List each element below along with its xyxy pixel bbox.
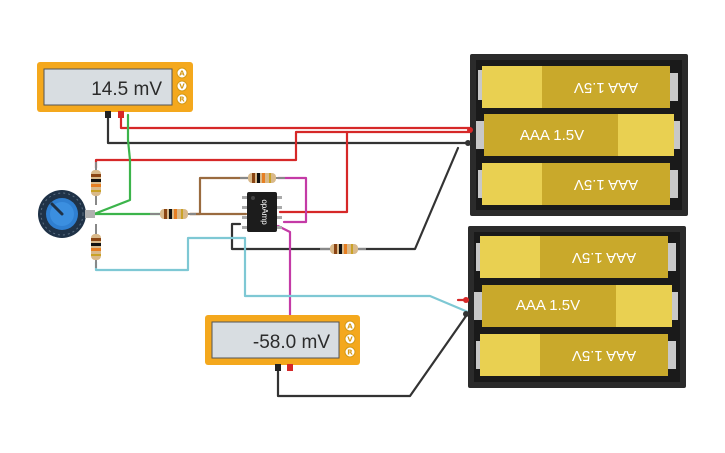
potentiometer[interactable]	[38, 190, 95, 238]
multimeter-bottom-ohm-button[interactable]: R	[347, 349, 353, 357]
wire-brown[interactable]	[188, 176, 250, 216]
multimeter-bottom-volt-button[interactable]: V	[347, 336, 353, 344]
battery-cell-top-1[interactable]: AAA 1.5V	[478, 66, 678, 108]
battery-cell-bottom-2[interactable]: AAA 1.5V	[474, 285, 678, 327]
battery-pack-top[interactable]: AAA 1.5V AAA 1.5V AAA 1.5V	[465, 54, 688, 216]
svg-text:AAA 1.5V: AAA 1.5V	[520, 127, 584, 144]
battery-cell-bottom-1[interactable]: AAA 1.5V	[476, 236, 676, 278]
wire-black-gnd[interactable]	[230, 222, 334, 251]
multimeter-bottom[interactable]: -58.0 mV A V R	[205, 315, 360, 371]
svg-text:AAA 1.5V: AAA 1.5V	[574, 176, 638, 193]
wire-cyan-battery[interactable]	[243, 236, 470, 314]
resistor-top-vertical[interactable]	[91, 162, 101, 205]
battery-cell-top-2[interactable]: AAA 1.5V	[476, 114, 680, 156]
wire-red-opamp[interactable]	[278, 130, 349, 214]
multimeter-top-volt-button[interactable]: V	[179, 83, 185, 91]
resistor-ground[interactable]	[320, 244, 366, 254]
wire-red-meter-to-battery[interactable]	[119, 113, 472, 130]
wire-black-bottom-meter[interactable]	[276, 314, 468, 398]
battery-cell-bottom-3[interactable]: AAA 1.5V	[476, 334, 676, 376]
resistor-bottom-vertical[interactable]	[91, 224, 101, 268]
opamp-chip[interactable]: opAmp	[242, 192, 282, 232]
svg-text:AAA 1.5V: AAA 1.5V	[572, 249, 636, 266]
multimeter-bottom-pos-terminal[interactable]	[287, 364, 293, 371]
wire-black-resistor-to-battery[interactable]	[354, 146, 460, 251]
svg-text:AAA 1.5V: AAA 1.5V	[572, 347, 636, 364]
multimeter-top-reading: 14.5 mV	[91, 79, 162, 100]
resistor-feedback[interactable]	[240, 173, 285, 183]
multimeter-bottom-com-terminal[interactable]	[275, 364, 281, 371]
wire-red-resistor-top[interactable]	[94, 130, 472, 170]
battery-bottom-positive-terminal[interactable]	[463, 297, 469, 303]
opamp-label: opAmp	[260, 199, 269, 225]
battery-bottom-negative-terminal[interactable]	[463, 311, 469, 317]
battery-top-negative-terminal[interactable]	[465, 140, 471, 146]
wire-green[interactable]	[92, 113, 162, 216]
multimeter-top[interactable]: 14.5 mV A V R	[37, 62, 193, 118]
svg-text:AAA 1.5V: AAA 1.5V	[574, 79, 638, 96]
wire-magenta-feedback[interactable]	[276, 176, 308, 224]
wire-cyan-resistor[interactable]	[94, 236, 247, 272]
resistor-input[interactable]	[150, 209, 196, 219]
battery-cell-top-3[interactable]: AAA 1.5V	[478, 163, 678, 205]
multimeter-bottom-reading: -58.0 mV	[253, 332, 330, 353]
multimeter-top-amp-button[interactable]: A	[179, 70, 185, 78]
multimeter-top-pos-terminal[interactable]	[118, 111, 124, 118]
multimeter-top-com-terminal[interactable]	[105, 111, 111, 118]
battery-top-positive-terminal[interactable]	[467, 127, 473, 133]
multimeter-bottom-amp-button[interactable]: A	[347, 323, 353, 331]
multimeter-top-ohm-button[interactable]: R	[179, 96, 185, 104]
svg-text:AAA 1.5V: AAA 1.5V	[516, 297, 580, 314]
battery-pack-bottom[interactable]: AAA 1.5V AAA 1.5V AAA 1.5V	[463, 226, 686, 388]
